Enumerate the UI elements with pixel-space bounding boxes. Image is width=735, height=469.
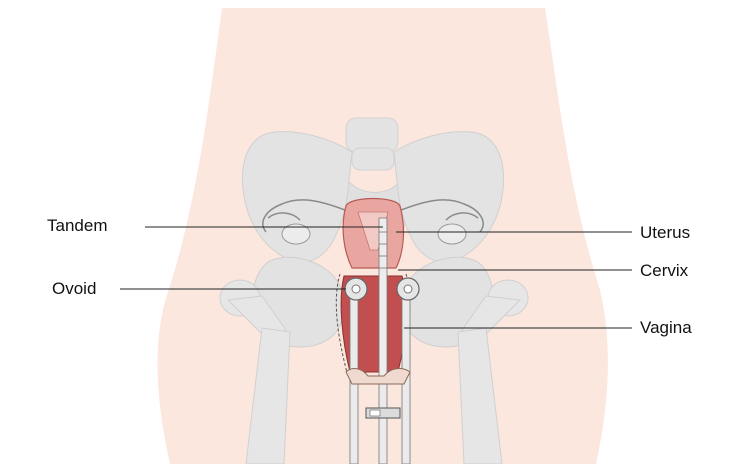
- label-vagina: Vagina: [640, 318, 692, 338]
- label-cervix: Cervix: [640, 261, 688, 281]
- right-ovary: [438, 224, 466, 244]
- right-ovoid: [397, 278, 419, 300]
- label-uterus: Uterus: [640, 223, 690, 243]
- left-ovoid: [345, 278, 367, 300]
- label-tandem: Tandem: [47, 216, 107, 236]
- tandem-rod: [379, 218, 387, 378]
- label-ovoid: Ovoid: [52, 279, 96, 299]
- tandem-shaft-lower: [379, 378, 387, 464]
